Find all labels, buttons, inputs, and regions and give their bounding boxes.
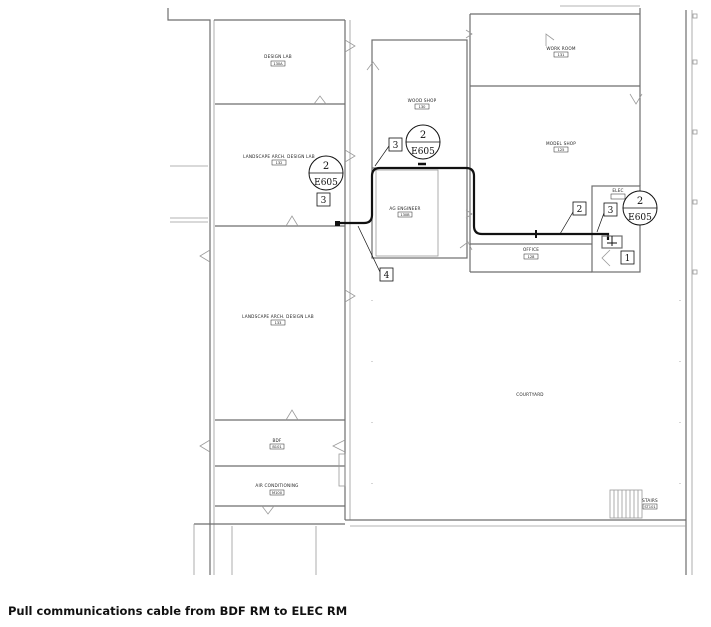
room-number: B101: [272, 445, 281, 449]
keynote-tag: 2: [559, 201, 587, 235]
room-number: 131: [558, 53, 565, 57]
building-walls: [167, 5, 698, 575]
keynote-tag: 3: [374, 137, 403, 167]
floor-plan: DESIGN LAB 130A WOOD SHOP 130 WORK ROOM …: [167, 5, 698, 575]
detail-bubble: 2 E605: [405, 124, 441, 160]
svg-text:E605: E605: [314, 178, 338, 188]
room-name: LANDSCAPE ARCH. DESIGN LAB: [243, 154, 315, 159]
room-name: ELEC: [612, 188, 623, 193]
detail-bubble: 2 E605: [308, 155, 344, 191]
svg-text:2: 2: [420, 130, 426, 141]
room-name: BDF: [272, 438, 281, 443]
keynote-tag: 3: [316, 192, 331, 207]
svg-text:1: 1: [625, 254, 631, 264]
svg-text:3: 3: [321, 196, 327, 206]
svg-text:4: 4: [384, 271, 390, 281]
svg-text:3: 3: [608, 206, 614, 216]
room-name: WORK ROOM: [546, 46, 576, 51]
svg-text:2: 2: [637, 196, 643, 207]
cable-route: [335, 162, 623, 249]
room-name: WOOD SHOP: [408, 98, 437, 103]
room-number: M100: [272, 491, 283, 495]
keynote-tag: 3: [596, 202, 618, 233]
room-number: 130A: [273, 62, 283, 66]
svg-text:E605: E605: [411, 147, 435, 157]
room-name: DESIGN LAB: [264, 54, 292, 59]
room-name: MODEL SHOP: [546, 141, 576, 146]
room-labels: DESIGN LAB 130A WOOD SHOP 130 WORK ROOM …: [242, 46, 658, 510]
room-name: OFFICE: [523, 247, 539, 252]
room-name: AG ENGINEER: [389, 206, 420, 211]
room-number: 130: [419, 105, 427, 109]
bdf-termination-mark: [335, 221, 340, 226]
room-name: STAIRS: [642, 498, 658, 503]
svg-text:E605: E605: [628, 213, 652, 223]
detail-bubble: 2 E605: [622, 190, 658, 226]
room-name: COURTYARD: [516, 392, 543, 397]
keynote-tag: 1: [620, 250, 635, 265]
room-number: 128: [528, 255, 536, 259]
room-number: 132: [276, 161, 283, 165]
svg-text:2: 2: [323, 161, 329, 172]
svg-text:3: 3: [393, 141, 399, 151]
room-number: 130B: [400, 213, 410, 217]
svg-text:2: 2: [577, 205, 583, 215]
room-number: 125: [558, 148, 565, 152]
room-number: ST101: [644, 505, 655, 509]
keynote-tag: 4: [357, 225, 394, 282]
room-name: AIR CONDITIONING: [255, 483, 298, 488]
room-name: LANDSCAPE ARCH. DESIGN LAB: [242, 314, 314, 319]
room-number: 133: [275, 321, 282, 325]
instruction-caption: Pull communications cable from BDF RM to…: [8, 604, 348, 618]
